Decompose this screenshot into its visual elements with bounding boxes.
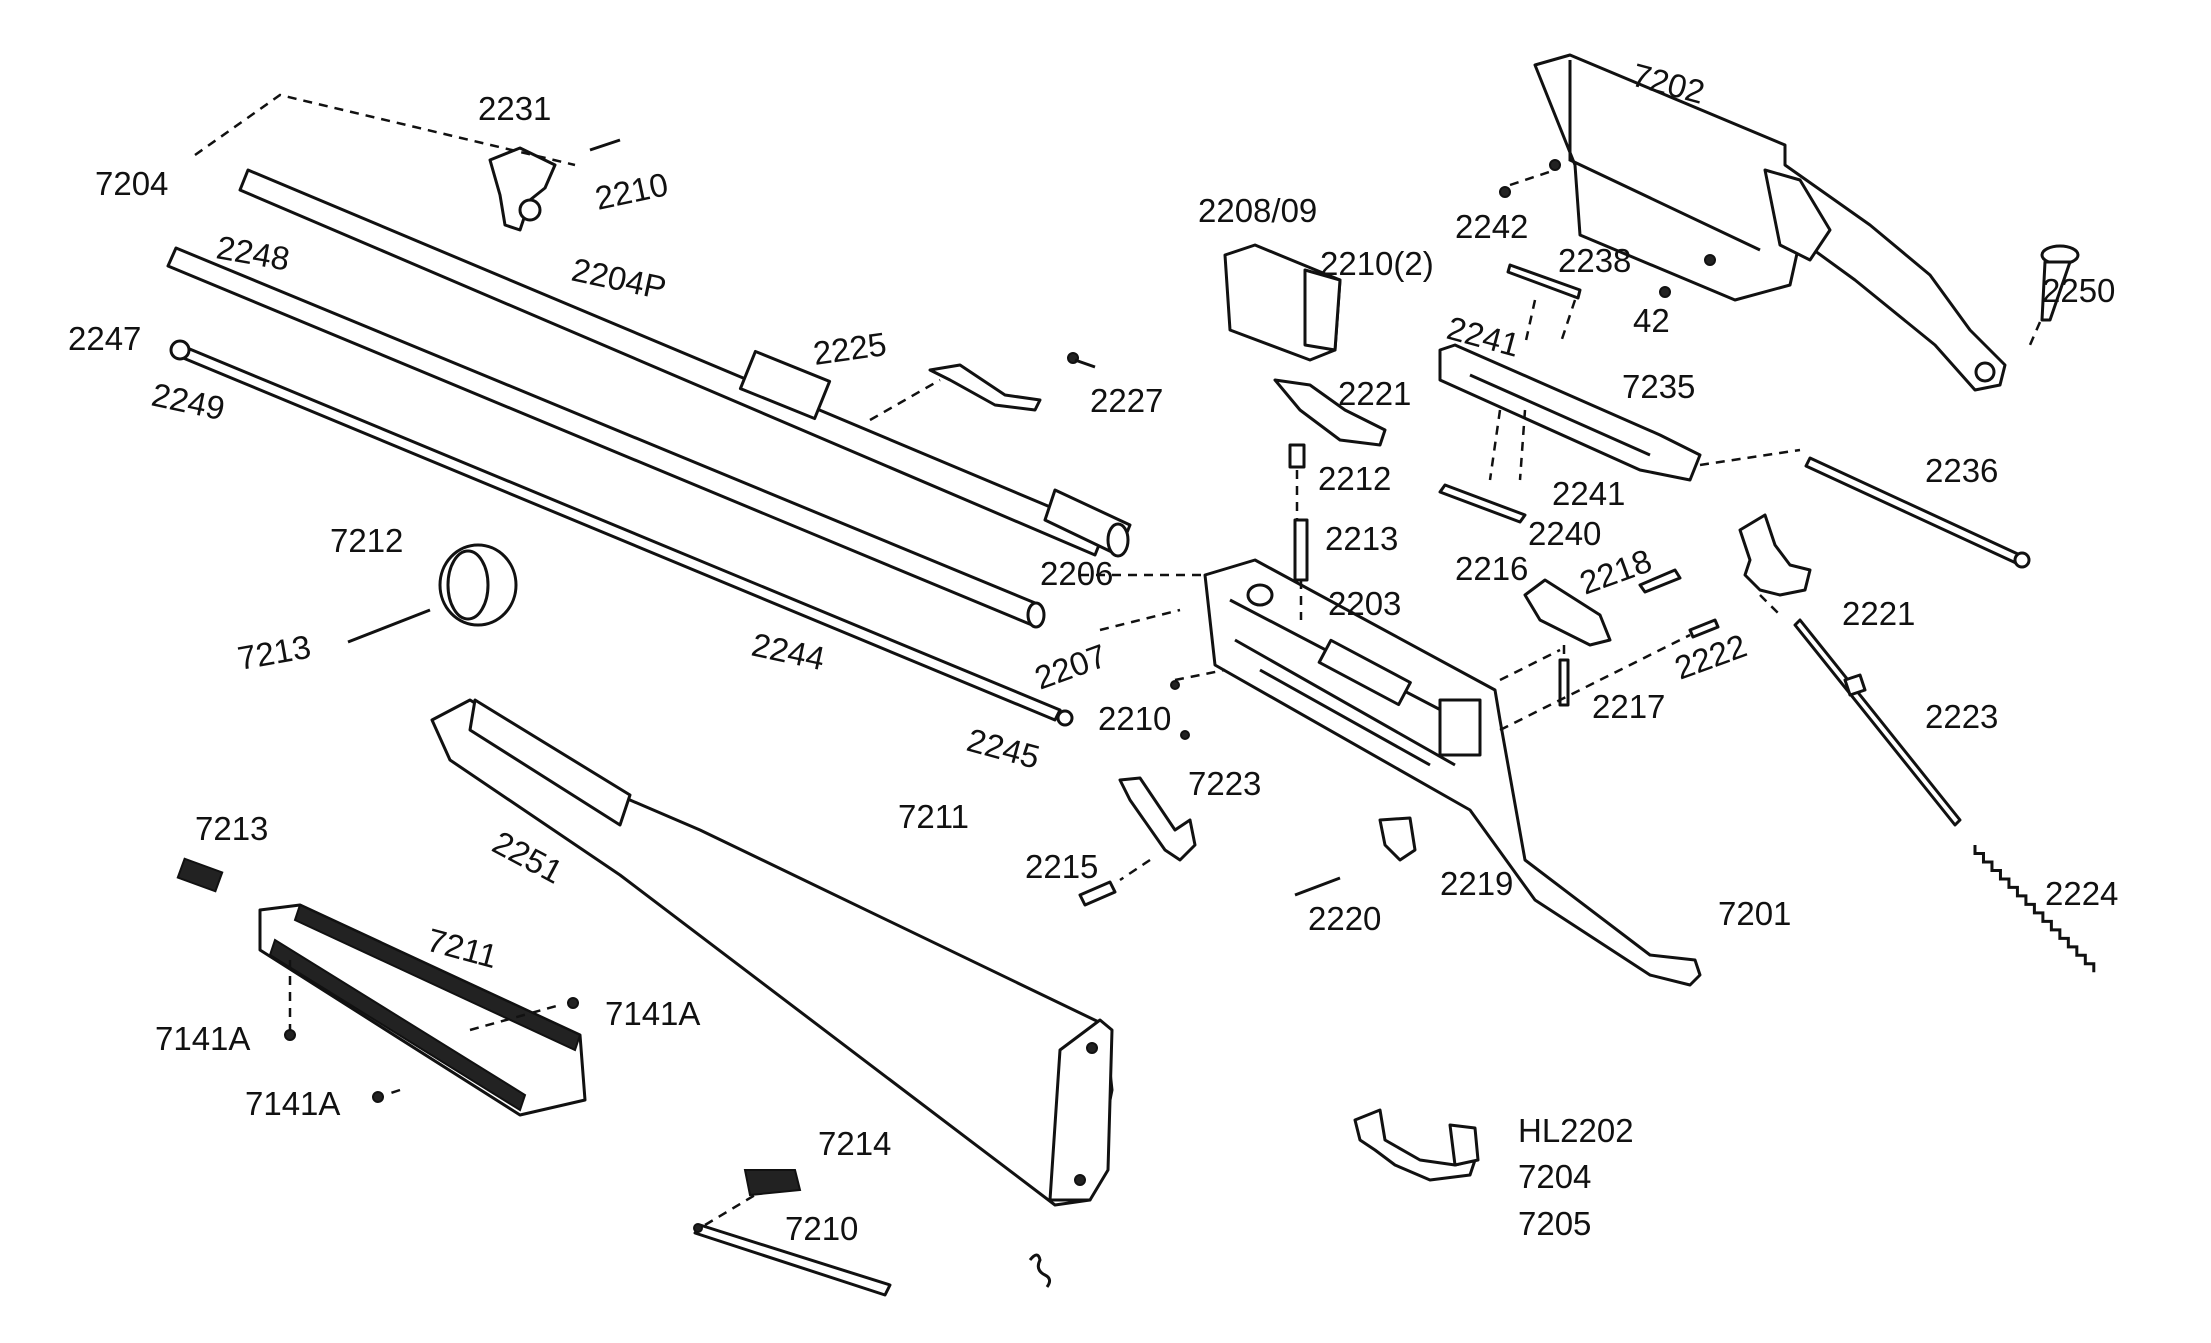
label-2236: 2236 bbox=[1925, 452, 1998, 489]
label-2238: 2238 bbox=[1558, 242, 1631, 279]
rod-2223 bbox=[1793, 618, 1962, 827]
label-2221-right: 2221 bbox=[1842, 595, 1915, 632]
label-7211-mid: 7211 bbox=[898, 798, 969, 835]
label-2222: 2222 bbox=[1670, 627, 1752, 687]
part-2216 bbox=[1523, 568, 1720, 707]
label-2227: 2227 bbox=[1090, 382, 1163, 419]
part-7235 bbox=[1438, 343, 1702, 524]
label-2208-09: 2208/09 bbox=[1198, 192, 1317, 229]
part-2221-upper bbox=[1273, 378, 1387, 620]
tube-2248 bbox=[166, 246, 1046, 629]
label-2240: 2240 bbox=[1528, 515, 1601, 552]
band-7212 bbox=[347, 543, 518, 644]
label-hl2202: HL2202 bbox=[1518, 1112, 1634, 1149]
label-2206: 2206 bbox=[1040, 555, 1113, 592]
forend-7211 bbox=[176, 857, 587, 1117]
label-2215: 2215 bbox=[1025, 848, 1098, 885]
label-7141a-left: 7141A bbox=[155, 1020, 250, 1057]
part-7223 bbox=[1078, 776, 1197, 907]
label-7141a-bottom: 7141A bbox=[245, 1085, 340, 1122]
part-7214-7210 bbox=[693, 1169, 892, 1297]
label-2221-upper: 2221 bbox=[1338, 375, 1411, 412]
rod-2249 bbox=[169, 339, 1074, 727]
label-7204-top: 7204 bbox=[95, 165, 168, 202]
label-7223: 7223 bbox=[1188, 765, 1261, 802]
scribble-mark bbox=[1028, 1253, 1052, 1288]
label-2249: 2249 bbox=[149, 376, 229, 427]
label-2212: 2212 bbox=[1318, 460, 1391, 497]
part-2238 bbox=[1506, 263, 1582, 346]
label-7214: 7214 bbox=[818, 1125, 891, 1162]
label-2242: 2242 bbox=[1455, 208, 1528, 245]
part-2225 bbox=[869, 352, 1096, 422]
part-labels: 2231 7204 2210 2248 2204P 2247 2249 2225… bbox=[68, 56, 2118, 1247]
part-2208-09 bbox=[1223, 243, 1342, 362]
label-2241-lower: 2241 bbox=[1552, 475, 1625, 512]
label-2220: 2220 bbox=[1308, 900, 1381, 937]
label-7141a-right: 7141A bbox=[605, 995, 700, 1032]
label-7204-bottom: 7204 bbox=[1518, 1158, 1591, 1195]
label-2216: 2216 bbox=[1455, 550, 1528, 587]
label-7235: 7235 bbox=[1622, 368, 1695, 405]
label-2225: 2225 bbox=[811, 325, 889, 372]
label-42: 42 bbox=[1633, 302, 1670, 339]
label-2250: 2250 bbox=[2042, 272, 2115, 309]
label-2204p: 2204P bbox=[569, 251, 670, 307]
spring-2224 bbox=[1973, 845, 2096, 973]
label-2210-mid: 2210 bbox=[1098, 700, 1171, 737]
label-2203: 2203 bbox=[1328, 585, 1401, 622]
label-7213-upper: 7213 bbox=[235, 628, 314, 677]
screw-2250 bbox=[2028, 244, 2080, 346]
label-7201: 7201 bbox=[1718, 895, 1791, 932]
label-7212: 7212 bbox=[330, 522, 403, 559]
label-2223: 2223 bbox=[1925, 698, 1998, 735]
sight-2231 bbox=[488, 138, 621, 232]
part-2219 bbox=[1294, 816, 1417, 897]
label-2207: 2207 bbox=[1030, 637, 1112, 697]
label-2247: 2247 bbox=[68, 320, 141, 357]
label-2245: 2245 bbox=[963, 721, 1043, 776]
label-2213: 2213 bbox=[1325, 520, 1398, 557]
label-2219: 2219 bbox=[1440, 865, 1513, 902]
part-2221-right bbox=[1738, 513, 1812, 616]
label-2231: 2231 bbox=[478, 90, 551, 127]
label-2244: 2244 bbox=[749, 626, 829, 677]
barrel-assembly-2204p bbox=[238, 168, 1132, 558]
cover-7202 bbox=[1533, 53, 2007, 392]
receiver-7201 bbox=[1203, 558, 1702, 987]
label-2210-top: 2210 bbox=[592, 165, 672, 216]
label-2210-2: 2210(2) bbox=[1320, 245, 1434, 282]
rod-2236 bbox=[1804, 456, 2031, 569]
label-2217: 2217 bbox=[1592, 688, 1665, 725]
lever-hl2202 bbox=[1353, 1108, 1480, 1182]
label-2224: 2224 bbox=[2045, 875, 2118, 912]
label-7210: 7210 bbox=[785, 1210, 858, 1247]
label-7205: 7205 bbox=[1518, 1205, 1591, 1242]
stock-2251 bbox=[430, 698, 1114, 1207]
label-7213-lower: 7213 bbox=[195, 810, 268, 847]
